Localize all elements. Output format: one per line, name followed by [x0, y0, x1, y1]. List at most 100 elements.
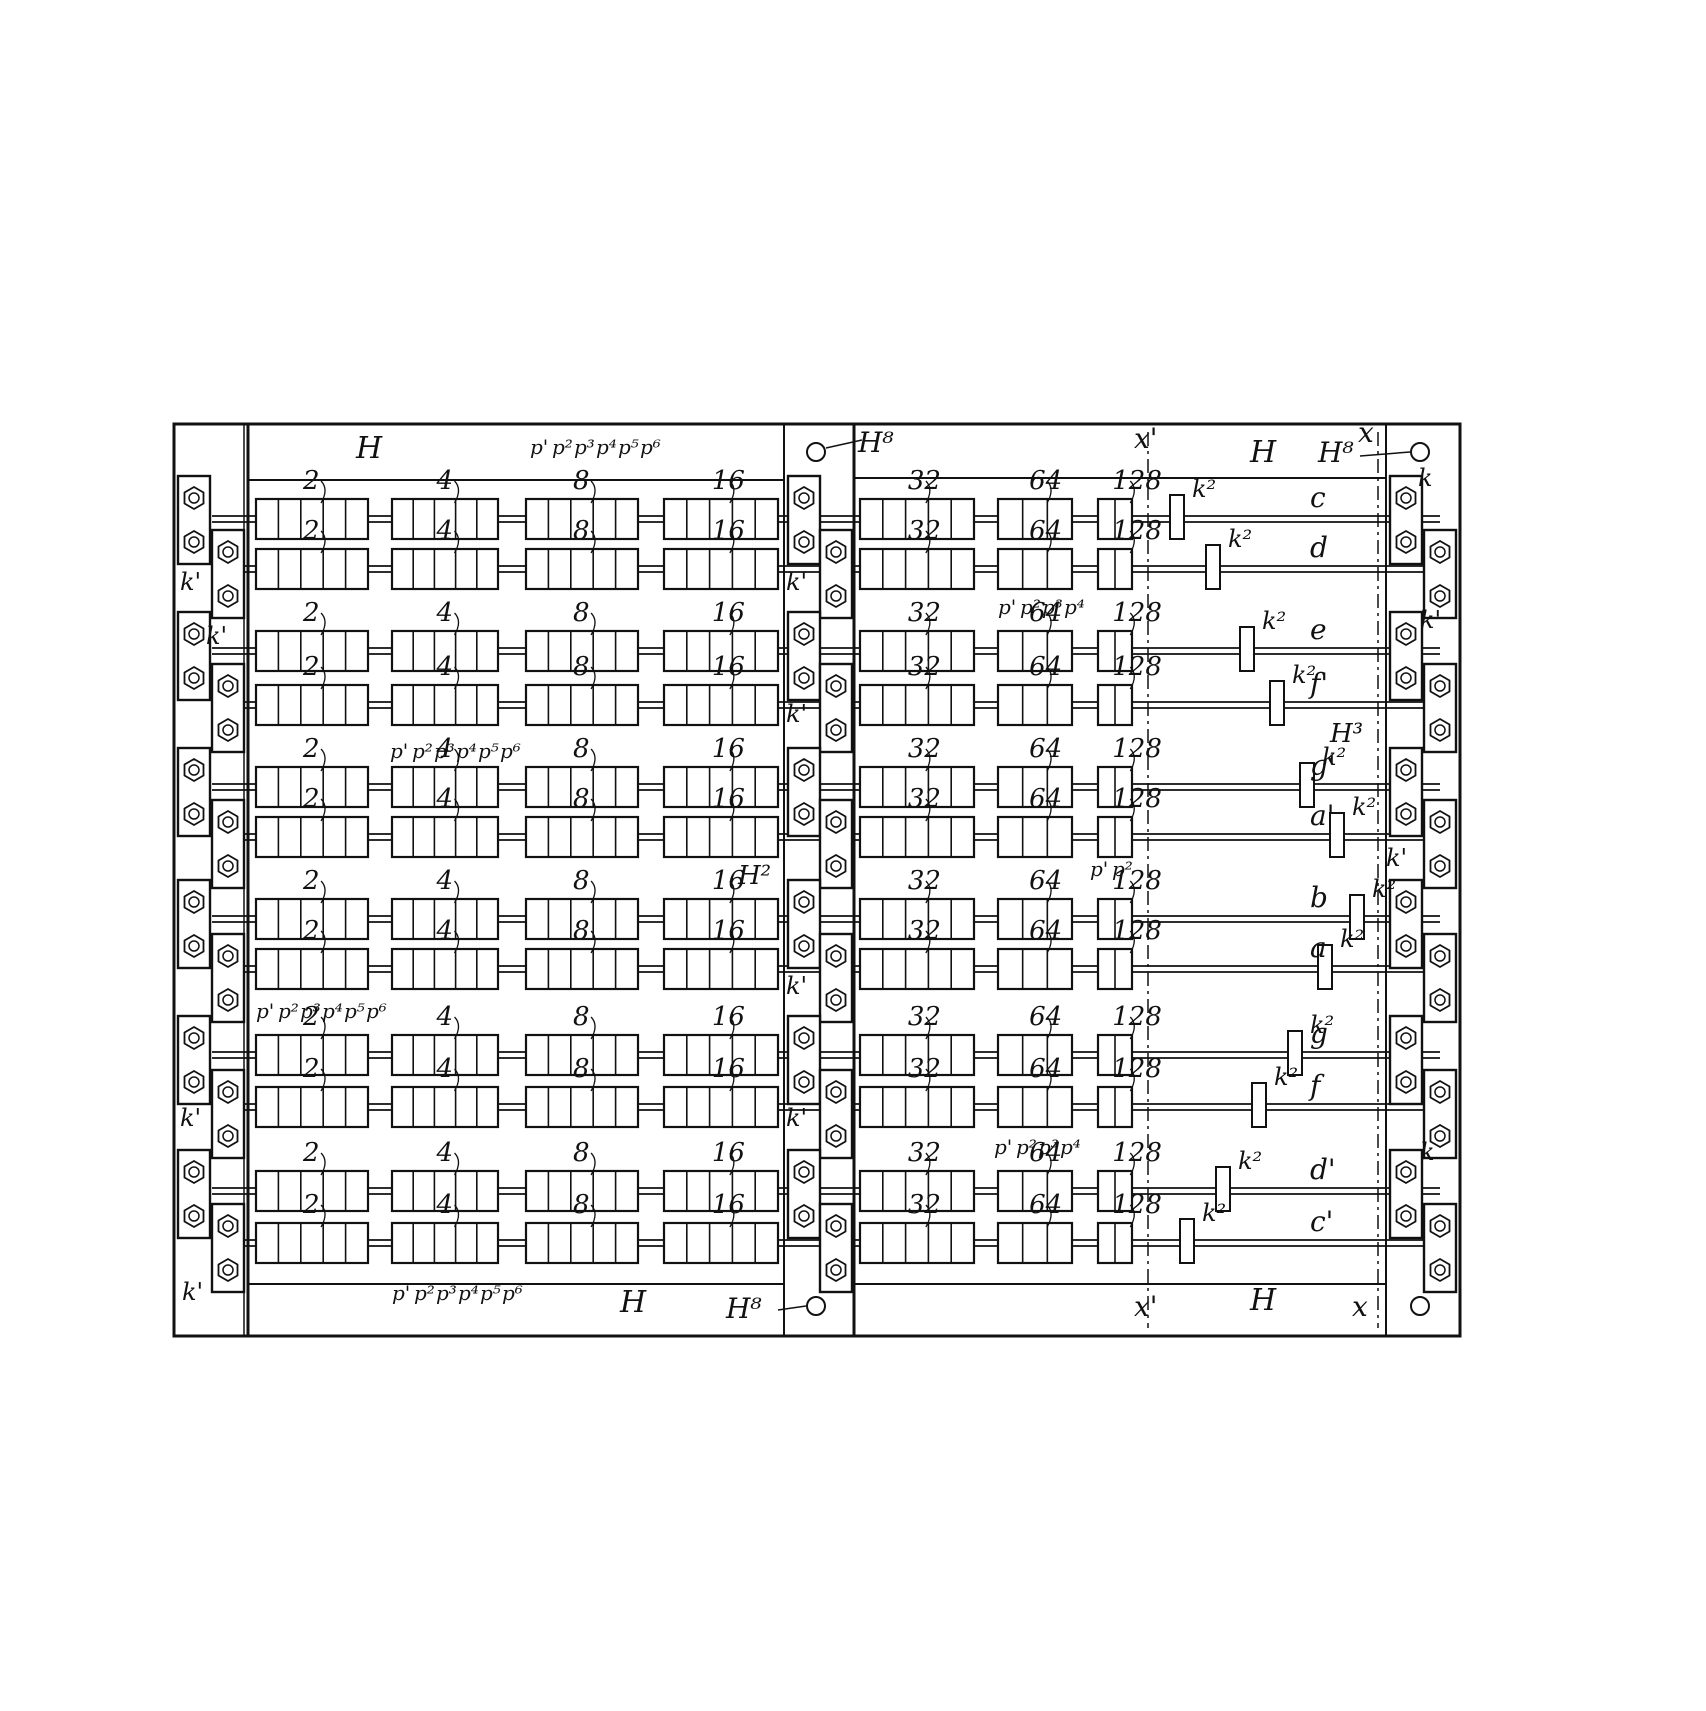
nut-hole	[798, 492, 810, 504]
pin-label: k²	[1352, 793, 1376, 821]
label-leader	[590, 748, 596, 772]
nut-hole	[1400, 896, 1412, 908]
nut-hole	[222, 1130, 234, 1142]
nut-hole	[830, 950, 842, 962]
hex-nut	[825, 583, 847, 609]
hex-nut	[1395, 529, 1417, 555]
nut-hole	[830, 680, 842, 692]
label-H8-bottom: H⁸	[725, 1292, 762, 1325]
hex-nut	[793, 485, 815, 511]
p-label: p³	[436, 1281, 457, 1305]
label-leader	[1129, 666, 1135, 690]
rod-letter: d'	[1310, 1153, 1336, 1186]
counter-block	[662, 897, 780, 941]
stop-pin	[1205, 544, 1221, 590]
label-leader	[1046, 798, 1052, 822]
nut-hole	[830, 724, 842, 736]
nut-hole	[1400, 764, 1412, 776]
row-12	[254, 1221, 1134, 1265]
stop-pin	[1251, 1082, 1267, 1128]
p-label: p⁵	[344, 999, 365, 1023]
pin-label: k²	[1372, 875, 1396, 903]
mid-bracket-b	[818, 1202, 854, 1294]
p-label: p²	[414, 1281, 435, 1305]
counter-block	[254, 815, 370, 859]
pin-label: k²	[1202, 1199, 1226, 1227]
counter-block	[996, 497, 1074, 541]
block-value-label: 2	[302, 916, 320, 946]
label-x1-top: x'	[1134, 422, 1158, 455]
counter-block	[662, 947, 780, 991]
label-leader	[729, 798, 735, 822]
label-leader	[320, 530, 326, 554]
nut-hole	[1434, 1220, 1446, 1232]
counter-block	[254, 629, 370, 673]
hex-nut	[183, 529, 205, 555]
block-value-label: 2	[302, 784, 320, 814]
nut-hole	[830, 1264, 842, 1276]
left-bracket-a	[176, 1014, 212, 1106]
row-2	[254, 547, 1134, 591]
counter-block	[524, 815, 640, 859]
hex-nut	[183, 1069, 205, 1095]
nut-hole	[1434, 1130, 1446, 1142]
hex-nut	[825, 1123, 847, 1149]
counter-block	[524, 947, 640, 991]
nut-hole	[222, 816, 234, 828]
block-value-label: 16	[712, 598, 745, 628]
counter-block	[662, 815, 780, 859]
block-value-label: 4	[436, 866, 454, 896]
block-value-label: 32	[908, 916, 941, 946]
label-leader	[1129, 1068, 1135, 1092]
label-leader	[925, 666, 931, 690]
label-leader	[590, 1152, 596, 1176]
nut-hole	[222, 724, 234, 736]
pin-label: k²	[1262, 607, 1286, 635]
block-value-label: 8	[573, 1138, 590, 1168]
block-value-label: 8	[573, 866, 590, 896]
counter-block	[390, 947, 500, 991]
label-leader	[1046, 1068, 1052, 1092]
row-11	[254, 1169, 1134, 1213]
label-leader	[1046, 748, 1052, 772]
label-leader	[1046, 1204, 1052, 1228]
block-value-label: 32	[908, 1002, 941, 1032]
rod-letter: b	[1310, 881, 1328, 914]
left-bracket-a	[176, 474, 212, 566]
rod-letter: c'	[1310, 1205, 1333, 1238]
block-value-label: 128	[1112, 1190, 1162, 1220]
hex-nut	[1429, 1079, 1451, 1105]
counter-block	[996, 629, 1074, 673]
block-value-label: 16	[712, 1054, 745, 1084]
mid-bracket-b	[818, 662, 854, 754]
hex-nut	[1429, 943, 1451, 969]
label-leader	[729, 930, 735, 954]
k-label: k	[1420, 1138, 1435, 1166]
label-H8-top-center: H⁸	[857, 426, 894, 459]
hex-nut	[825, 987, 847, 1013]
block-value-label: 32	[908, 734, 941, 764]
counter-block	[662, 497, 780, 541]
counter-block	[858, 547, 976, 591]
block-value-label: 8	[573, 1002, 590, 1032]
hex-nut	[793, 1069, 815, 1095]
hex-nut	[825, 809, 847, 835]
counter-block	[662, 1221, 780, 1265]
nut-hole	[188, 1076, 200, 1088]
left-bracket-b	[210, 528, 246, 620]
label-leader	[1129, 480, 1135, 504]
pin-label: k²	[1322, 743, 1346, 771]
counter-block	[524, 1221, 640, 1265]
nut-hole	[798, 940, 810, 952]
label-leader	[590, 930, 596, 954]
counter-block	[662, 1033, 780, 1077]
counter-block	[996, 1085, 1074, 1129]
label-leader	[925, 480, 931, 504]
hex-nut	[217, 809, 239, 835]
left-bracket-a	[176, 610, 212, 702]
counter-block	[524, 1169, 640, 1213]
left-bracket-a	[176, 746, 212, 838]
hex-nut	[217, 1257, 239, 1283]
